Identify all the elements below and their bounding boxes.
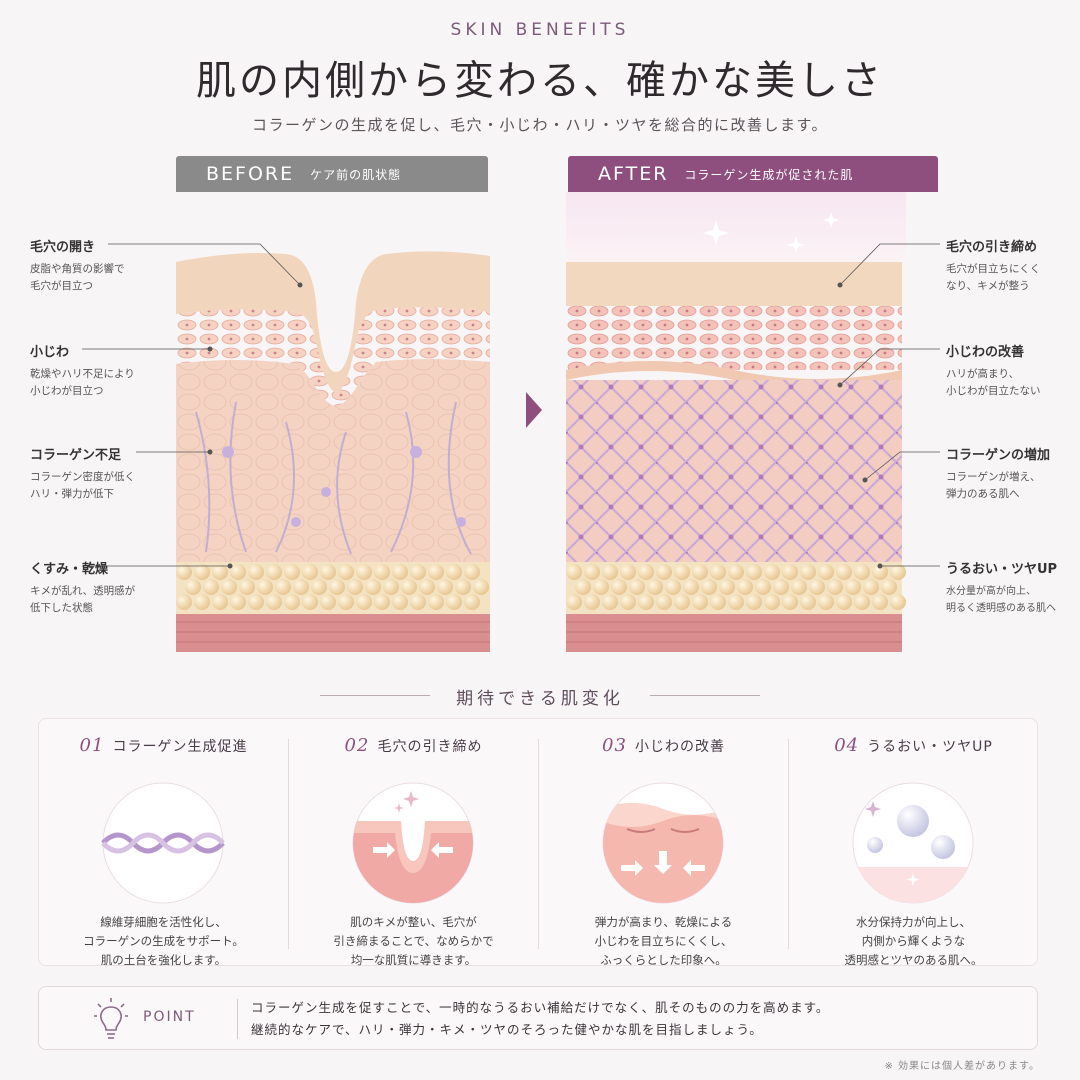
page-lead: コラーゲンの生成を促し、毛穴・小じわ・ハリ・ツヤを総合的に改善します。 <box>251 116 828 134</box>
before-label-collagen: コラーゲン不足 コラーゲン密度が低く ハリ・弾力が低下 <box>30 448 135 500</box>
before-subtitle: ケア前の肌状態 <box>310 167 402 182</box>
footnote: ※ 効果には個人差があります。 <box>884 1061 1040 1072</box>
collagen-strand-icon <box>101 782 225 904</box>
after-header: AFTER コラーゲン生成が促された肌 <box>568 156 938 192</box>
after-label-collagen: コラーゲンの増加 コラーゲンが増え、 弾力のある肌へ <box>946 448 1051 500</box>
before-header: BEFORE ケア前の肌状態 <box>176 156 488 192</box>
pore-tightening-icon <box>352 782 474 904</box>
before-label-dryness: くすみ・乾燥 キメが乱れ、透明感が 低下した状態 <box>30 562 136 614</box>
before-title: BEFORE <box>206 163 295 185</box>
moisture-bubbles-icon <box>852 782 974 904</box>
after-label-wrinkles: 小じわの改善 ハリが高まり、 小じわが目立たない <box>946 345 1041 397</box>
after-subtitle: コラーゲン生成が促された肌 <box>684 167 854 182</box>
point-text: コラーゲン生成を促すことで、一時的なうるおい補給だけでなく、肌そのものの力を高め… <box>251 1000 830 1037</box>
after-title: AFTER <box>598 163 669 185</box>
before-label-pores: 毛穴の開き 皮脂や角質の影響で 毛穴が目立つ <box>30 240 125 292</box>
point-box: POINT コラーゲン生成を促すことで、一時的なうるおい補給だけでなく、肌そのも… <box>38 986 1038 1050</box>
after-label-moisture: うるおい・ツヤUP 水分量が高が向上、 明るく透明感のある肌へ <box>946 562 1058 614</box>
after-label-pores: 毛穴の引き締め 毛穴が目立ちにくく なり、キメが整う <box>946 240 1041 292</box>
before-skin-illustration <box>176 251 490 652</box>
point-label: POINT <box>143 1009 196 1025</box>
before-label-wrinkles: 小じわ 乾燥やハリ不足により 小じわが目立つ <box>30 345 135 397</box>
page-title: 肌の内側から変わる、確かな美しさ <box>196 58 884 104</box>
sparkle-icon <box>703 212 839 254</box>
transition-arrow-icon <box>526 392 542 428</box>
section-divider-right <box>650 695 760 696</box>
changes-title: 期待できる肌変化 <box>456 689 624 709</box>
section-eyebrow: SKIN BENEFITS <box>450 20 630 40</box>
lightbulb-icon <box>94 998 128 1039</box>
section-divider-left <box>320 695 430 696</box>
wrinkle-smoothing-icon <box>602 782 724 904</box>
after-skin-illustration <box>566 192 906 652</box>
